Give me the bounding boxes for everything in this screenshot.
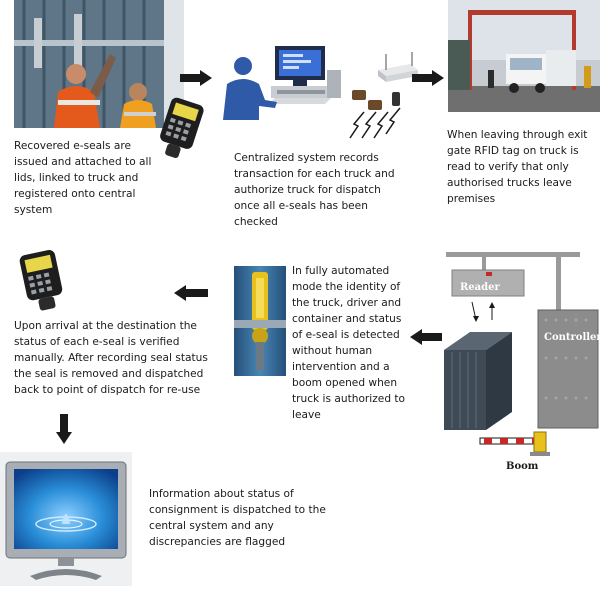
automated-gate-diagram: Reader Controller Boom bbox=[442, 248, 600, 480]
rfid-network-devices-icon bbox=[342, 44, 422, 140]
handheld-terminal-icon bbox=[14, 248, 70, 312]
step-recover-text: Recovered e-seals are issued and attache… bbox=[14, 140, 152, 216]
photo-workers-sealing-container bbox=[14, 0, 184, 128]
arrow-left-2 bbox=[410, 329, 442, 345]
flat-screen-monitor-icon bbox=[0, 452, 132, 586]
step-exit-gate-text: When leaving through exit gate RFID tag … bbox=[447, 129, 588, 205]
gate-structure bbox=[444, 252, 599, 456]
reader-label: Reader bbox=[460, 282, 500, 293]
photo-e-seal bbox=[234, 266, 286, 376]
photo-exit-gate-trucks bbox=[448, 0, 600, 112]
arrow-right-1 bbox=[180, 70, 212, 86]
operator-at-computer-icon bbox=[215, 40, 350, 120]
step-automated-text: In fully automated mode the identity of … bbox=[292, 265, 406, 421]
arrow-left-1 bbox=[174, 285, 208, 301]
arrow-right-2 bbox=[412, 70, 444, 86]
controller-label: Controller bbox=[544, 332, 600, 343]
step-central-text: Centralized system records transaction f… bbox=[234, 152, 395, 228]
handheld-scanner-icon bbox=[155, 96, 205, 162]
arrow-down bbox=[56, 414, 72, 444]
step-arrival-text: Upon arrival at the destination the stat… bbox=[14, 320, 208, 396]
boom-label: Boom bbox=[506, 461, 539, 472]
step-info-text: Information about status of consignment … bbox=[149, 488, 326, 548]
